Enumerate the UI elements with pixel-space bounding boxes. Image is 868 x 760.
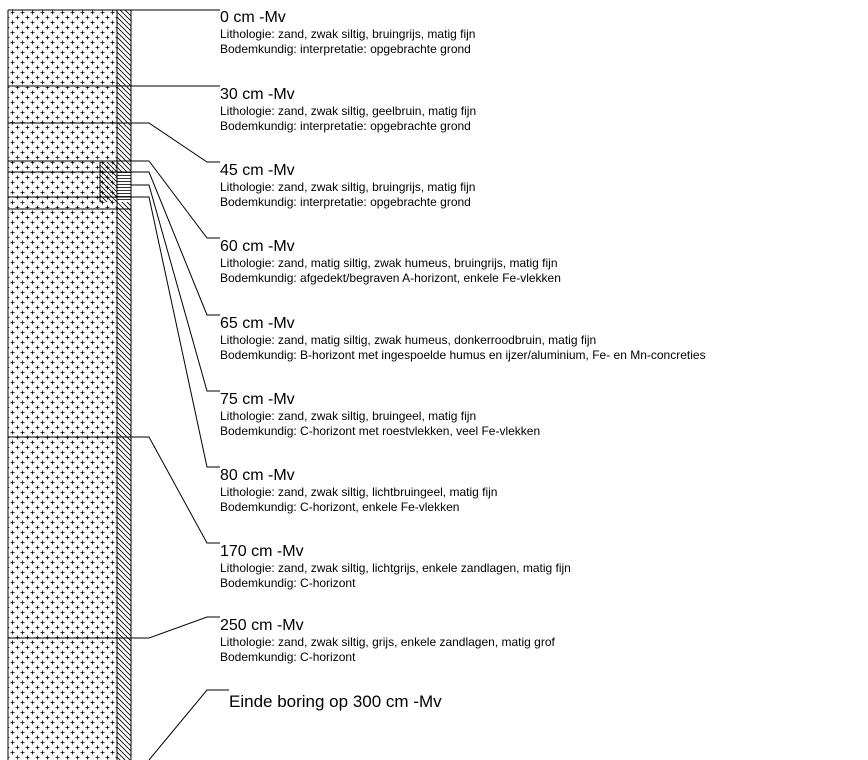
leader-lines xyxy=(131,9,229,760)
layer-label: 0 cm -Mv Lithologie: zand, zwak siltig, … xyxy=(220,8,475,57)
soil-hatch-pattern xyxy=(117,172,131,202)
layer-depth: 250 cm -Mv xyxy=(220,617,304,634)
end-boring-label: Einde boring op 300 cm -Mv xyxy=(229,692,442,711)
layer-lithologie: Lithologie: zand, zwak siltig, grijs, en… xyxy=(220,635,555,649)
layer-depth: 75 cm -Mv xyxy=(220,391,295,408)
layer-lithologie: Lithologie: zand, zwak siltig, bruingrij… xyxy=(220,27,476,41)
layer-label: 250 cm -Mv Lithologie: zand, zwak siltig… xyxy=(220,616,555,665)
layer-bodemkundig: Bodemkundig: interpretatie: opgebrachte … xyxy=(220,119,471,133)
layer-label: 65 cm -Mv Lithologie: zand, matig siltig… xyxy=(220,314,706,363)
layer-depth: 30 cm -Mv xyxy=(220,86,295,103)
layer-bodemkundig: Bodemkundig: afgedekt/begraven A-horizon… xyxy=(220,271,561,285)
layer-label: 45 cm -Mv Lithologie: zand, zwak siltig,… xyxy=(220,161,475,210)
layer-lithologie: Lithologie: zand, zwak siltig, bruingeel… xyxy=(220,409,477,423)
layer-depth: 80 cm -Mv xyxy=(220,467,295,484)
layer-depth: 65 cm -Mv xyxy=(220,315,295,332)
layer-label: 170 cm -Mv Lithologie: zand, zwak siltig… xyxy=(220,542,571,591)
layer-lithologie: Lithologie: zand, zwak siltig, lichtgrij… xyxy=(220,561,571,575)
layer-bodemkundig: Bodemkundig: B-horizont met ingespoelde … xyxy=(220,348,706,362)
layer-label: 30 cm -Mv Lithologie: zand, zwak siltig,… xyxy=(220,85,476,134)
layer-lithologie: Lithologie: zand, matig siltig, zwak hum… xyxy=(220,333,597,347)
layer-boundaries xyxy=(8,85,131,639)
layer-label: 60 cm -Mv Lithologie: zand, matig siltig… xyxy=(220,237,561,286)
layer-label: 80 cm -Mv Lithologie: zand, zwak siltig,… xyxy=(220,466,497,515)
layer-bodemkundig: Bodemkundig: C-horizont, enkele Fe-vlekk… xyxy=(220,500,460,514)
layer-bodemkundig: Bodemkundig: C-horizont xyxy=(220,576,356,590)
layer-lithologie: Lithologie: zand, zwak siltig, bruingrij… xyxy=(220,180,476,194)
lithology-column-fill xyxy=(8,10,117,760)
layer-depth: 60 cm -Mv xyxy=(220,238,295,255)
layer-bodemkundig: Bodemkundig: C-horizont xyxy=(220,650,356,664)
column-borders xyxy=(7,9,132,760)
layer-label: 75 cm -Mv Lithologie: zand, zwak siltig,… xyxy=(220,390,540,439)
layer-lithologie: Lithologie: zand, matig siltig, zwak hum… xyxy=(220,256,558,270)
layer-depth: 45 cm -Mv xyxy=(220,162,295,179)
layer-bodemkundig: Bodemkundig: C-horizont met roestvlekken… xyxy=(220,424,541,438)
layer-depth: 0 cm -Mv xyxy=(220,9,286,26)
layer-lithologie: Lithologie: zand, zwak siltig, lichtbrui… xyxy=(220,485,498,499)
layer-depth: 170 cm -Mv xyxy=(220,543,304,560)
humic-column-fill xyxy=(100,162,117,202)
layer-lithologie: Lithologie: zand, zwak siltig, geelbruin… xyxy=(220,104,477,118)
layer-bodemkundig: Bodemkundig: interpretatie: opgebrachte … xyxy=(220,195,471,209)
layer-bodemkundig: Bodemkundig: interpretatie: opgebrachte … xyxy=(220,42,471,56)
